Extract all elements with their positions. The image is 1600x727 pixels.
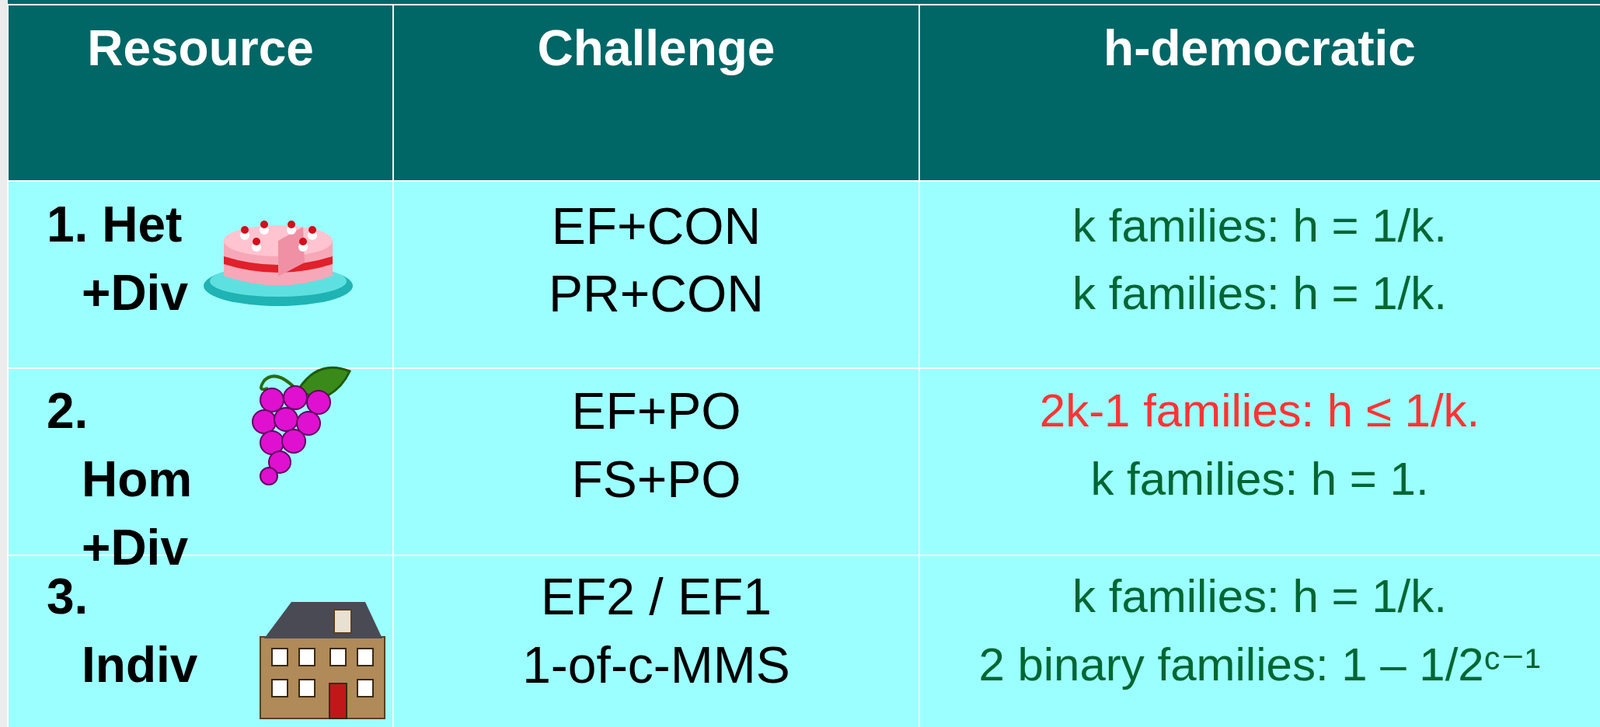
body-band [7,181,1600,727]
column-header: Resource [7,13,394,83]
table-cell: 2 binary families: 1 – 1/2ᶜ⁻¹ [919,630,1600,700]
table-cell: EF+PO [393,376,920,446]
table-cell: 1-of-c-MMS [393,630,920,700]
table-cell: EF+CON [393,191,920,261]
table-cell: k families: h = 1. [919,445,1600,514]
table-cell: PR+CON [393,259,920,328]
column-header: h-democratic [919,13,1600,83]
grid-lines [7,4,1600,727]
row-header: 2. Hom +Div [23,376,210,583]
grapes-illustration [252,367,350,485]
row-header: 1. Het +Div [23,190,210,328]
table-cell: k families: h = 1/k. [919,191,1600,261]
table-cell: EF2 / EF1 [393,562,920,631]
table-cell: k families: h = 1/k. [919,562,1600,631]
cake-illustration [203,220,353,307]
column-header: Challenge [393,13,920,83]
table-cell: 2k-1 families: h ≤ 1/k. [919,376,1600,446]
header-band [7,0,1600,181]
row-header: 3. Indiv [23,562,210,700]
table-cell: k families: h = 1/k. [919,259,1600,328]
table-cell: FS+PO [393,445,920,514]
house-illustration [260,602,385,719]
